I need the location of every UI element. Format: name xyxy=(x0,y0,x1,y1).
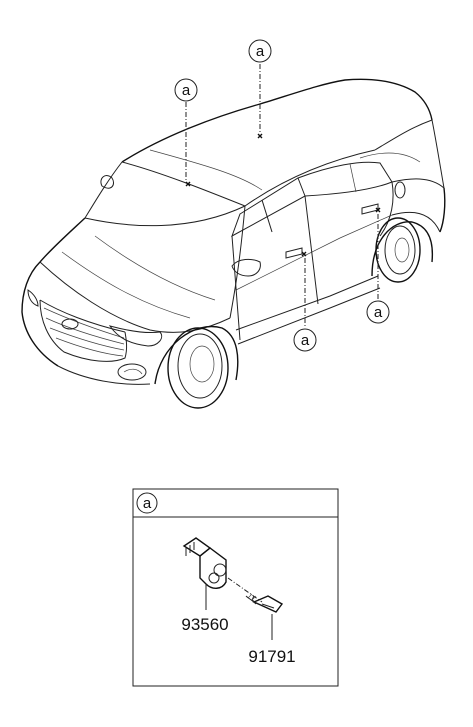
callout-roof-front-label: a xyxy=(182,82,191,99)
car-illustration xyxy=(21,64,446,409)
callout-roof-rear-label: a xyxy=(256,43,265,60)
callout-rear-door: a xyxy=(366,300,390,324)
callout-rear-door-label: a xyxy=(374,304,383,321)
callout-front-door: a xyxy=(293,328,317,352)
sensor-part-number: 93560 xyxy=(181,615,228,634)
callout-front-door-label: a xyxy=(301,332,310,349)
sensor-part-drawing xyxy=(182,537,227,610)
detail-box-header-label: a xyxy=(143,495,152,512)
screw-part-drawing xyxy=(245,593,284,640)
screw-part-number: 91791 xyxy=(248,647,295,666)
detail-box: a 93560 91791 xyxy=(132,488,339,687)
callout-roof-rear: a xyxy=(248,39,272,63)
callout-roof-front: a xyxy=(174,78,198,102)
